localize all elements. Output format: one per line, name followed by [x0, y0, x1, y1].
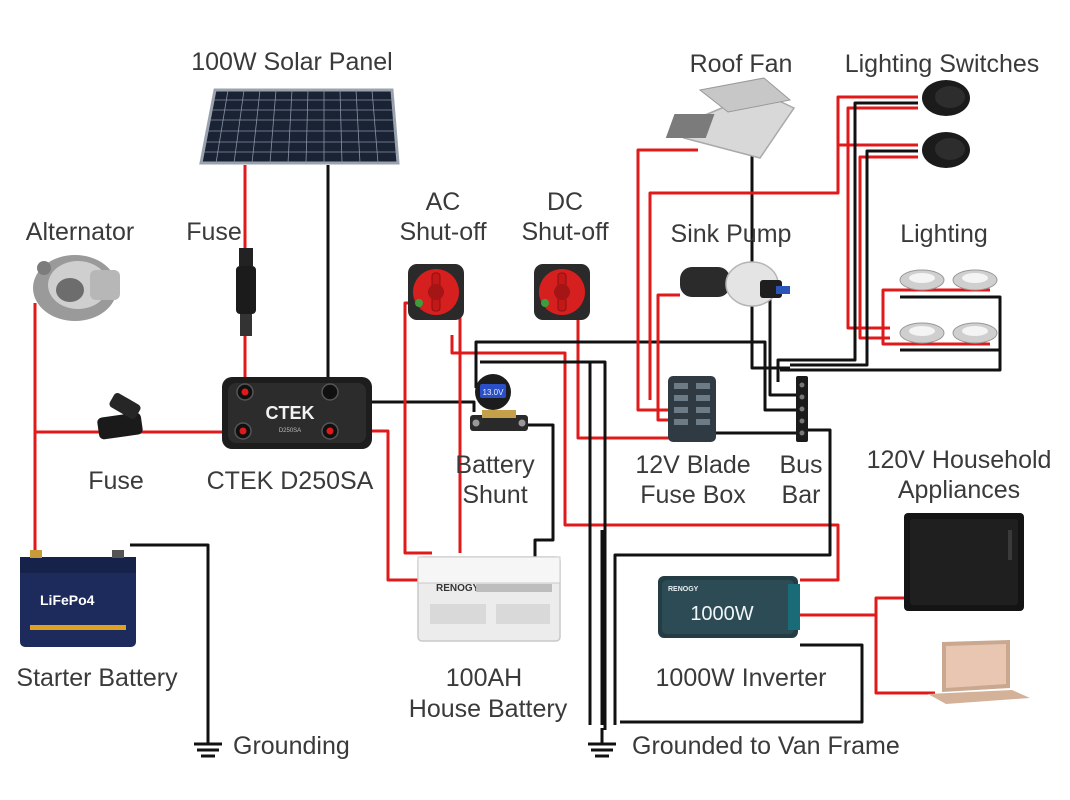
ac-shutoff-wire: [403, 301, 432, 555]
switch-to-light-wire-2: [858, 155, 918, 340]
ac-shutoff-label-2: Shut-off: [399, 218, 486, 246]
switch-neg-wire-2: [790, 149, 918, 367]
fuse-top-label: Fuse: [186, 218, 242, 246]
house-battery-neg-wire: [480, 360, 607, 730]
lighting-switch-1: [922, 80, 970, 116]
inline-fuse-left: [97, 393, 143, 440]
busbar-to-frame-wire: [613, 428, 832, 725]
ctek-model-text: D250SA: [279, 428, 301, 434]
laptop: [928, 640, 1030, 704]
ctek-label: CTEK D250SA: [207, 467, 374, 495]
inverter-label: 1000W Inverter: [656, 664, 827, 692]
light-fixture-3: [899, 322, 945, 344]
alternator: [33, 255, 120, 321]
battery-shunt-label-1: Battery: [455, 451, 535, 479]
ctek-charger: CTEK D250SA: [222, 377, 372, 449]
fuse-box-label-1: 12V Blade: [635, 451, 750, 479]
blade-fuse-box: [668, 376, 716, 442]
ctek-logo: CTEK: [266, 403, 315, 423]
dc-shutoff-label-2: Shut-off: [521, 218, 608, 246]
switch-to-light-wire: [846, 106, 918, 330]
inverter-rating-text: 1000W: [690, 603, 753, 625]
shunt-to-frame-wire: [525, 423, 555, 560]
sink-pump-label: Sink Pump: [671, 220, 792, 248]
lighting-neg-wire: [780, 295, 1002, 372]
ac-shutoff-switch: [408, 264, 464, 320]
appliance-wire: [800, 596, 935, 695]
dc-shutoff-switch: [534, 264, 590, 320]
roof-fan: [665, 77, 796, 159]
starter-battery-label: Starter Battery: [16, 664, 178, 692]
house-battery-label-2: House Battery: [409, 695, 568, 723]
appliances-label-2: Appliances: [898, 476, 1020, 504]
renogy-brand-text: RENOGY: [436, 583, 480, 594]
light-fixture-4: [952, 322, 998, 344]
ac-shutoff-label-1: AC: [426, 188, 461, 216]
ground-symbol-van: [588, 728, 616, 758]
ac-to-inverter-wire: [450, 335, 840, 582]
bus-bar-label-2: Bar: [782, 481, 821, 509]
sink-pump: [680, 261, 790, 307]
lighting-wire: [881, 288, 990, 346]
battery-shunt-label-2: Shunt: [462, 481, 527, 509]
lighting-switch-2: [922, 132, 970, 168]
starter-ground-wire: [130, 543, 210, 735]
lifepo4-text: LiFePo4: [40, 592, 95, 608]
grounded-van-label: Grounded to Van Frame: [632, 732, 900, 760]
shunt-display-text: 13.0V: [483, 388, 505, 397]
solar-panel: [199, 88, 400, 165]
dc-shutoff-label-1: DC: [547, 188, 583, 216]
bus-bar-label-1: Bus: [779, 451, 822, 479]
dc-to-fusebox-wire: [576, 318, 672, 440]
lighting-label: Lighting: [900, 220, 988, 248]
battery-shunt: 13.0V: [470, 374, 528, 431]
grounding-label: Grounding: [233, 732, 350, 760]
roof-fan-label: Roof Fan: [690, 50, 793, 78]
house-battery-label-1: 100AH: [446, 664, 522, 692]
lighting-switches-label: Lighting Switches: [845, 50, 1040, 78]
mini-fridge: [904, 513, 1024, 611]
switch-neg-wire: [776, 101, 918, 382]
labels: 100W Solar Panel Fuse Alternator AC Shut…: [16, 48, 1051, 760]
alternator-label: Alternator: [26, 218, 134, 246]
switch-feed-wire: [648, 95, 918, 400]
sink-pump-wire: [656, 293, 680, 422]
starter-battery: LiFePo4: [20, 550, 136, 647]
fuse-box-label-2: Fuse Box: [640, 481, 746, 509]
ground-symbol-left: [194, 735, 222, 758]
inverter-brand-text: RENOGY: [668, 586, 699, 593]
solar-panel-label: 100W Solar Panel: [191, 48, 393, 76]
inverter-neg-wire: [620, 643, 864, 724]
sink-pump-neg-wire: [768, 295, 800, 397]
house-battery: RENOGY: [417, 556, 561, 642]
fuse-left-label: Fuse: [88, 467, 144, 495]
inline-fuse-top: [236, 248, 256, 336]
appliances-label-1: 120V Household: [867, 446, 1052, 474]
roof-fan-wire: [636, 148, 698, 412]
bus-bar: [796, 376, 808, 442]
negative-bus-wire: [474, 340, 800, 412]
inverter: RENOGY 1000W: [658, 576, 800, 638]
light-fixture-2: [952, 269, 998, 291]
light-fixture-1: [899, 269, 945, 291]
